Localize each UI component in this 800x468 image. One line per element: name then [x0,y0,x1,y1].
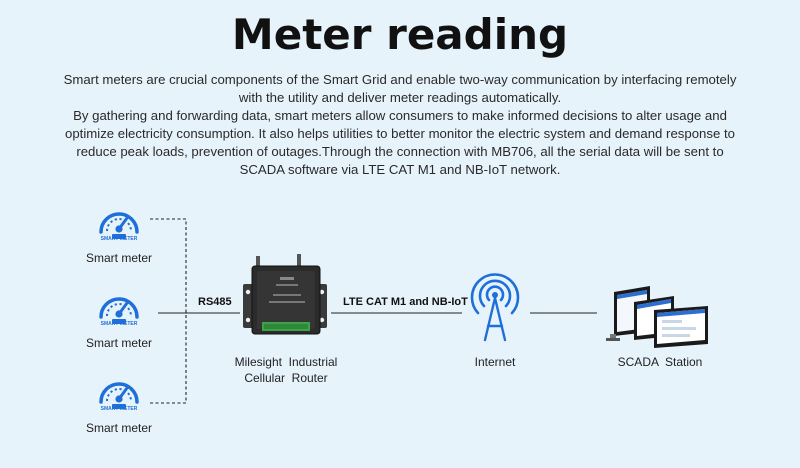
page-title: Meter reading [231,10,569,59]
description-line: optimize electricity consumption. It als… [65,126,735,141]
description-line: By gathering and forwarding data, smart … [73,108,727,123]
meter-badge: SMART METER [100,321,138,327]
router-label-line: Milesight Industrial [234,355,338,369]
meter-badge: SMART METER [100,236,138,242]
router-label-line: Cellular Router [244,371,328,385]
meter-badge: SMART METER [100,406,138,412]
meter-label: Smart meter [85,421,152,435]
rs485-label: RS485 [198,296,232,308]
description-line: SCADA software via LTE CAT M1 and NB-IoT… [239,162,561,177]
description-line: with the utility and deliver meter readi… [238,90,562,105]
internet-label: Internet [474,355,516,369]
meter-label: Smart meter [85,336,152,350]
scada-monitors-icon [606,286,708,348]
meter-label: Smart meter [85,251,152,265]
lte-label: LTE CAT M1 and NB-IoT [343,296,468,308]
scada-label: SCADA Station [617,355,703,369]
description-line: reduce peak loads, prevention of outages… [76,144,724,159]
router-icon [243,254,327,335]
router-label: Milesight Industrial Cellular Router [216,354,356,386]
description-line: Smart meters are crucial components of t… [63,72,737,87]
cell-tower-icon [470,273,520,342]
meter-bracket [150,218,187,404]
description: Smart meters are crucial components of t… [40,71,760,179]
